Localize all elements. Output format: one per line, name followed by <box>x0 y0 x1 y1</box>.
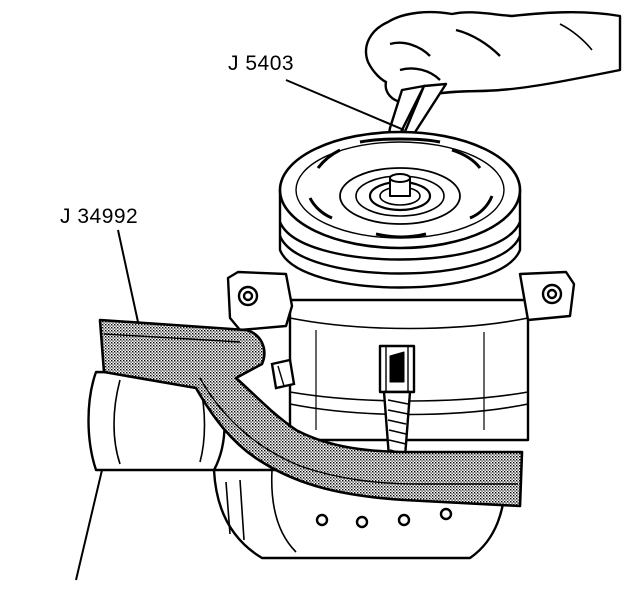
mounting-ear-right <box>518 270 576 322</box>
mounting-ear-left <box>226 270 294 332</box>
clutch-pulley <box>278 130 522 289</box>
holding-fixture-arm <box>98 318 524 508</box>
side-bolt <box>270 358 296 390</box>
callout-label-tool-a: J 5403 <box>228 52 295 75</box>
leader-line-tool-b-upper <box>117 229 139 323</box>
callout-label-tool-b: J 34992 <box>60 205 139 228</box>
hand <box>364 10 622 104</box>
leader-line-tool-b-lower <box>75 469 103 581</box>
leader-lines <box>75 79 405 581</box>
leader-line-tool-a <box>285 79 405 131</box>
